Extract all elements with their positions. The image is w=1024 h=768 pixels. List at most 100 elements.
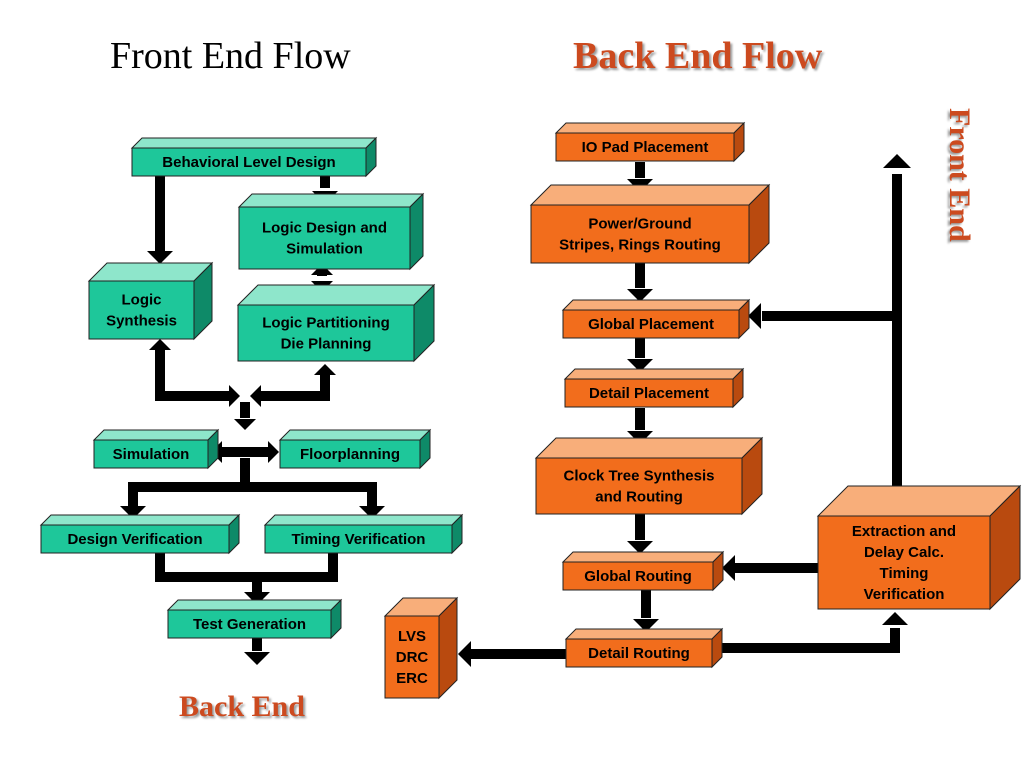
box-label: LVS <box>398 628 426 645</box>
floorplanning-box: Floorplanning <box>278 428 432 470</box>
design-verification-box: Design Verification <box>39 513 241 555</box>
box-front-face <box>93 439 209 469</box>
box-label: Timing Verification <box>292 531 426 548</box>
back-end-label: Back End <box>179 690 305 723</box>
arrowhead <box>882 612 908 625</box>
box-label: Synthesis <box>106 313 177 330</box>
box-top-face <box>87 262 214 282</box>
box-label: Logic Partitioning <box>262 315 390 332</box>
test-generation-box: Test Generation <box>166 598 343 640</box>
arrowhead <box>627 359 653 372</box>
box-top-face <box>237 193 425 208</box>
front-end-flow-title: Front End Flow <box>110 35 351 77</box>
box-label: Detail Placement <box>589 385 709 402</box>
arrowhead <box>149 339 171 350</box>
box-label: Design Verification <box>67 531 202 548</box>
box-top-face <box>534 437 764 459</box>
box-top-face <box>563 368 745 380</box>
box-label: Test Generation <box>193 616 306 633</box>
box-top-face <box>130 137 378 149</box>
box-label: Extraction and <box>852 523 956 540</box>
arrowhead <box>314 364 336 375</box>
back-end-flow-title: Back End Flow <box>573 35 823 77</box>
box-top-face <box>263 514 464 526</box>
box-label: ERC <box>396 670 428 687</box>
lvs-drc-erc-box: LVS DRC ERC <box>383 596 459 700</box>
box-front-face <box>238 206 411 270</box>
arrowhead <box>244 652 270 665</box>
arrowhead <box>120 506 146 519</box>
arrowhead <box>244 592 270 605</box>
box-label: and Routing <box>595 489 682 506</box>
box-top-face <box>278 429 432 441</box>
arrowhead <box>627 541 653 554</box>
arrowhead <box>627 289 653 302</box>
box-front-face <box>817 515 991 610</box>
box-front-face <box>562 561 714 591</box>
detail-routing-box: Detail Routing <box>564 627 724 669</box>
box-front-face <box>384 615 440 699</box>
detail-placement-box: Detail Placement <box>563 367 745 409</box>
box-front-face <box>131 147 367 177</box>
arrowhead <box>458 641 471 667</box>
box-label: Stripes, Rings Routing <box>559 237 721 254</box>
box-top-face <box>39 514 241 526</box>
connectors <box>120 154 911 667</box>
box-top-face <box>554 122 746 134</box>
box-label: Delay Calc. <box>864 544 944 561</box>
box-front-face <box>167 609 332 639</box>
box-label: DRC <box>396 649 429 666</box>
box-label: IO Pad Placement <box>582 139 709 156</box>
clock-tree-synthesis-box: Clock Tree Synthesis and Routing <box>534 436 764 516</box>
arrowhead <box>234 419 256 430</box>
box-label: Behavioral Level Design <box>162 154 335 171</box>
io-pad-placement-box: IO Pad Placement <box>554 121 746 163</box>
box-front-face <box>562 309 740 339</box>
box-front-face <box>555 132 735 162</box>
box-label: Clock Tree Synthesis <box>564 468 715 485</box>
timing-verification-box: Timing Verification <box>263 513 464 555</box>
box-label: Global Placement <box>588 316 714 333</box>
box-side-face <box>409 192 424 271</box>
box-label: Detail Routing <box>588 645 690 662</box>
box-label: Global Routing <box>584 568 691 585</box>
arrowhead <box>147 251 173 264</box>
box-label: Logic Design and <box>262 220 387 237</box>
arrowhead <box>883 154 911 168</box>
box-label: Simulation <box>113 446 190 463</box>
box-front-face <box>279 439 421 469</box>
box-top-face <box>561 551 725 563</box>
box-top-face <box>236 284 436 306</box>
arrowhead <box>748 303 761 329</box>
global-placement-box: Global Placement <box>561 298 751 340</box>
behavioral-level-design-box: Behavioral Level Design <box>130 136 378 178</box>
box-label: Floorplanning <box>300 446 400 463</box>
global-routing-box: Global Routing <box>561 550 725 592</box>
arrowhead <box>229 385 240 407</box>
box-top-face <box>92 429 220 441</box>
arrowhead <box>359 506 385 519</box>
box-top-face <box>561 299 751 311</box>
box-label: Timing <box>880 565 929 582</box>
front-end-label: Front End <box>943 108 976 242</box>
box-front-face <box>564 378 734 408</box>
box-front-face <box>237 304 415 362</box>
box-front-face <box>565 638 713 668</box>
box-label: Logic <box>122 292 162 309</box>
box-front-face <box>40 524 230 554</box>
box-top-face <box>564 628 724 640</box>
box-label: Power/Ground <box>588 216 691 233</box>
box-side-face <box>438 596 458 700</box>
box-label: Verification <box>864 586 945 603</box>
box-top-face <box>529 184 771 206</box>
simulation-box: Simulation <box>92 428 220 470</box>
arrowhead <box>722 555 735 581</box>
box-label: Die Planning <box>281 336 372 353</box>
